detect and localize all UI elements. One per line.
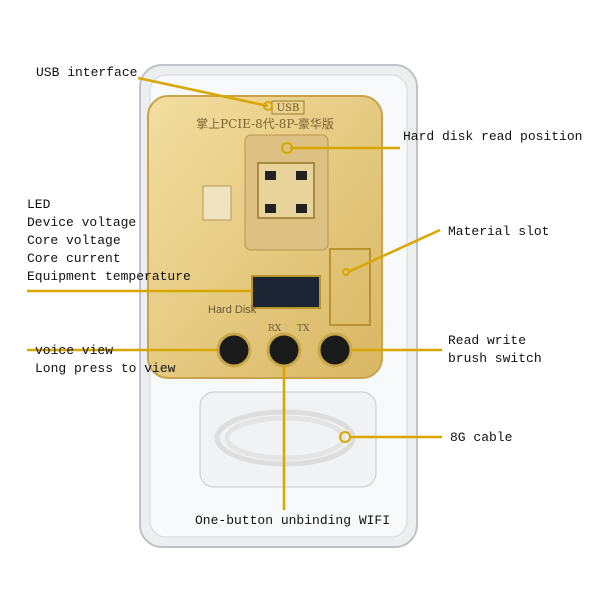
pin: [296, 171, 307, 180]
led-label: LED: [27, 197, 51, 212]
hdd-read-label: Hard disk read position: [403, 129, 583, 144]
material-slot-label: Material slot: [448, 224, 550, 239]
dot-grid: [202, 185, 232, 221]
oled-display: [251, 275, 321, 309]
voice-button[interactable]: [216, 332, 252, 368]
tx-label: TX: [297, 324, 310, 334]
rw-switch-label-2: brush switch: [448, 351, 542, 366]
material-slot: [329, 248, 371, 326]
usb-text: USB: [277, 103, 300, 114]
core-current-label: Core current: [27, 251, 121, 266]
usb-interface-label: USB interface: [36, 65, 138, 80]
leader-lines: [27, 76, 442, 510]
wifi-button[interactable]: [266, 332, 302, 368]
pin: [265, 204, 276, 213]
voice-view-label: voice view: [35, 343, 114, 358]
long-press-label: Long press to view: [35, 361, 176, 376]
core-voltage-label: Core voltage: [27, 233, 121, 248]
rw-switch-button[interactable]: [317, 332, 353, 368]
marker-circles: [263, 101, 351, 443]
wifi-label: One-button unbinding WIFI: [195, 513, 391, 528]
rw-switch-label-1: Read write: [448, 333, 527, 348]
brand-text: Hard Disk: [208, 304, 257, 316]
pin: [265, 171, 276, 180]
device-voltage-label: Device voltage: [27, 215, 137, 230]
equipment-temp-label: Equipment temperature: [27, 269, 191, 284]
rx-label: RX: [268, 324, 282, 334]
board-title: 掌上PCIE-8代-8P-豪华版: [196, 116, 334, 131]
pin: [296, 204, 307, 213]
cable-label: 8G cable: [450, 430, 513, 445]
